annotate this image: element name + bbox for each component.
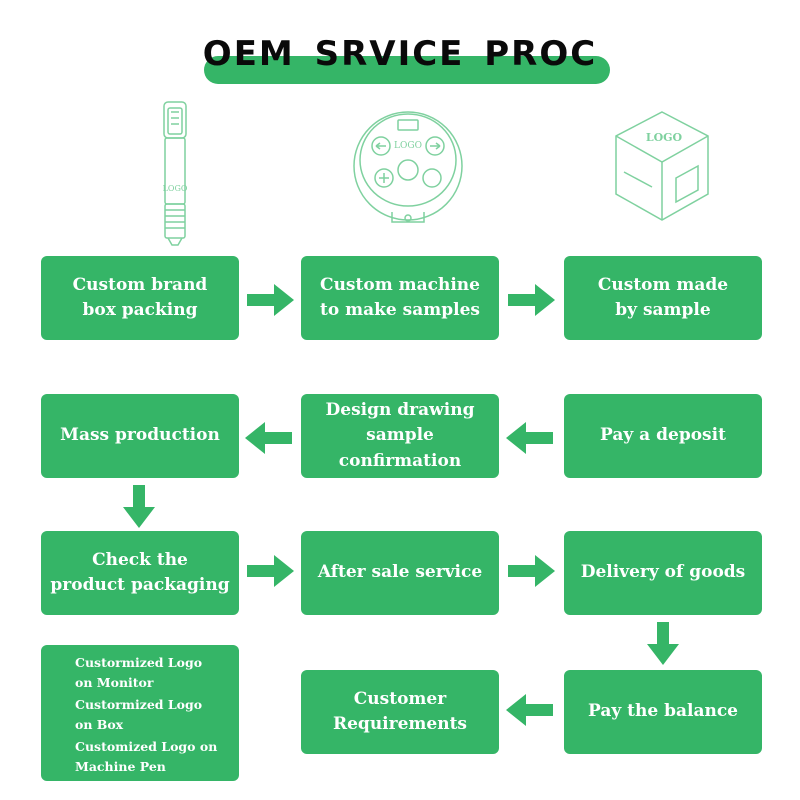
customization-item-monitor: Custormized Logo on Monitor	[75, 655, 203, 690]
step-custom-brand-box: Custom brand box packing	[41, 256, 239, 340]
step-design-drawing: Design drawing sample confirmation	[301, 394, 499, 478]
arrow-right-3	[247, 555, 294, 587]
step-after-sale: After sale service	[301, 531, 499, 615]
arrow-down-1	[123, 485, 155, 528]
power-supply-monitor-icon: LOGO	[353, 111, 463, 223]
monitor-logo-label: LOGO	[394, 141, 422, 151]
arrow-left-1	[506, 422, 553, 454]
step-mass-production: Mass production	[41, 394, 239, 478]
step-custom-machine-samples: Custom machine to make samples	[301, 256, 499, 340]
step-pay-deposit: Pay a deposit	[564, 394, 762, 478]
title-bar	[204, 56, 610, 84]
customization-item-pen: Customized Logo on Machine Pen	[75, 739, 218, 774]
step-custom-made-by-sample: Custom made by sample	[564, 256, 762, 340]
arrow-right-2	[508, 284, 555, 316]
packaging-box-icon: LOGO	[615, 111, 709, 221]
machine-pen-icon: LOGO	[163, 101, 188, 246]
step-customer-requirements: Customer Requirements	[301, 670, 499, 754]
step-delivery: Delivery of goods	[564, 531, 762, 615]
arrow-left-2	[245, 422, 292, 454]
step-pay-balance: Pay the balance	[564, 670, 762, 754]
arrow-left-3	[506, 694, 553, 726]
box-logo-label: LOGO	[646, 131, 683, 144]
pen-logo-label: LOGO	[163, 184, 188, 193]
arrow-right-4	[508, 555, 555, 587]
page-title: OEM SRVICE PROC	[202, 34, 598, 74]
customization-item-box: Custormized Logo on Box	[75, 697, 203, 732]
arrow-down-2	[647, 622, 679, 665]
arrow-right-1	[247, 284, 294, 316]
customization-list: Custormized Logo on Monitor Custormized …	[41, 645, 239, 781]
step-check-packaging: Check the product packaging	[41, 531, 239, 615]
